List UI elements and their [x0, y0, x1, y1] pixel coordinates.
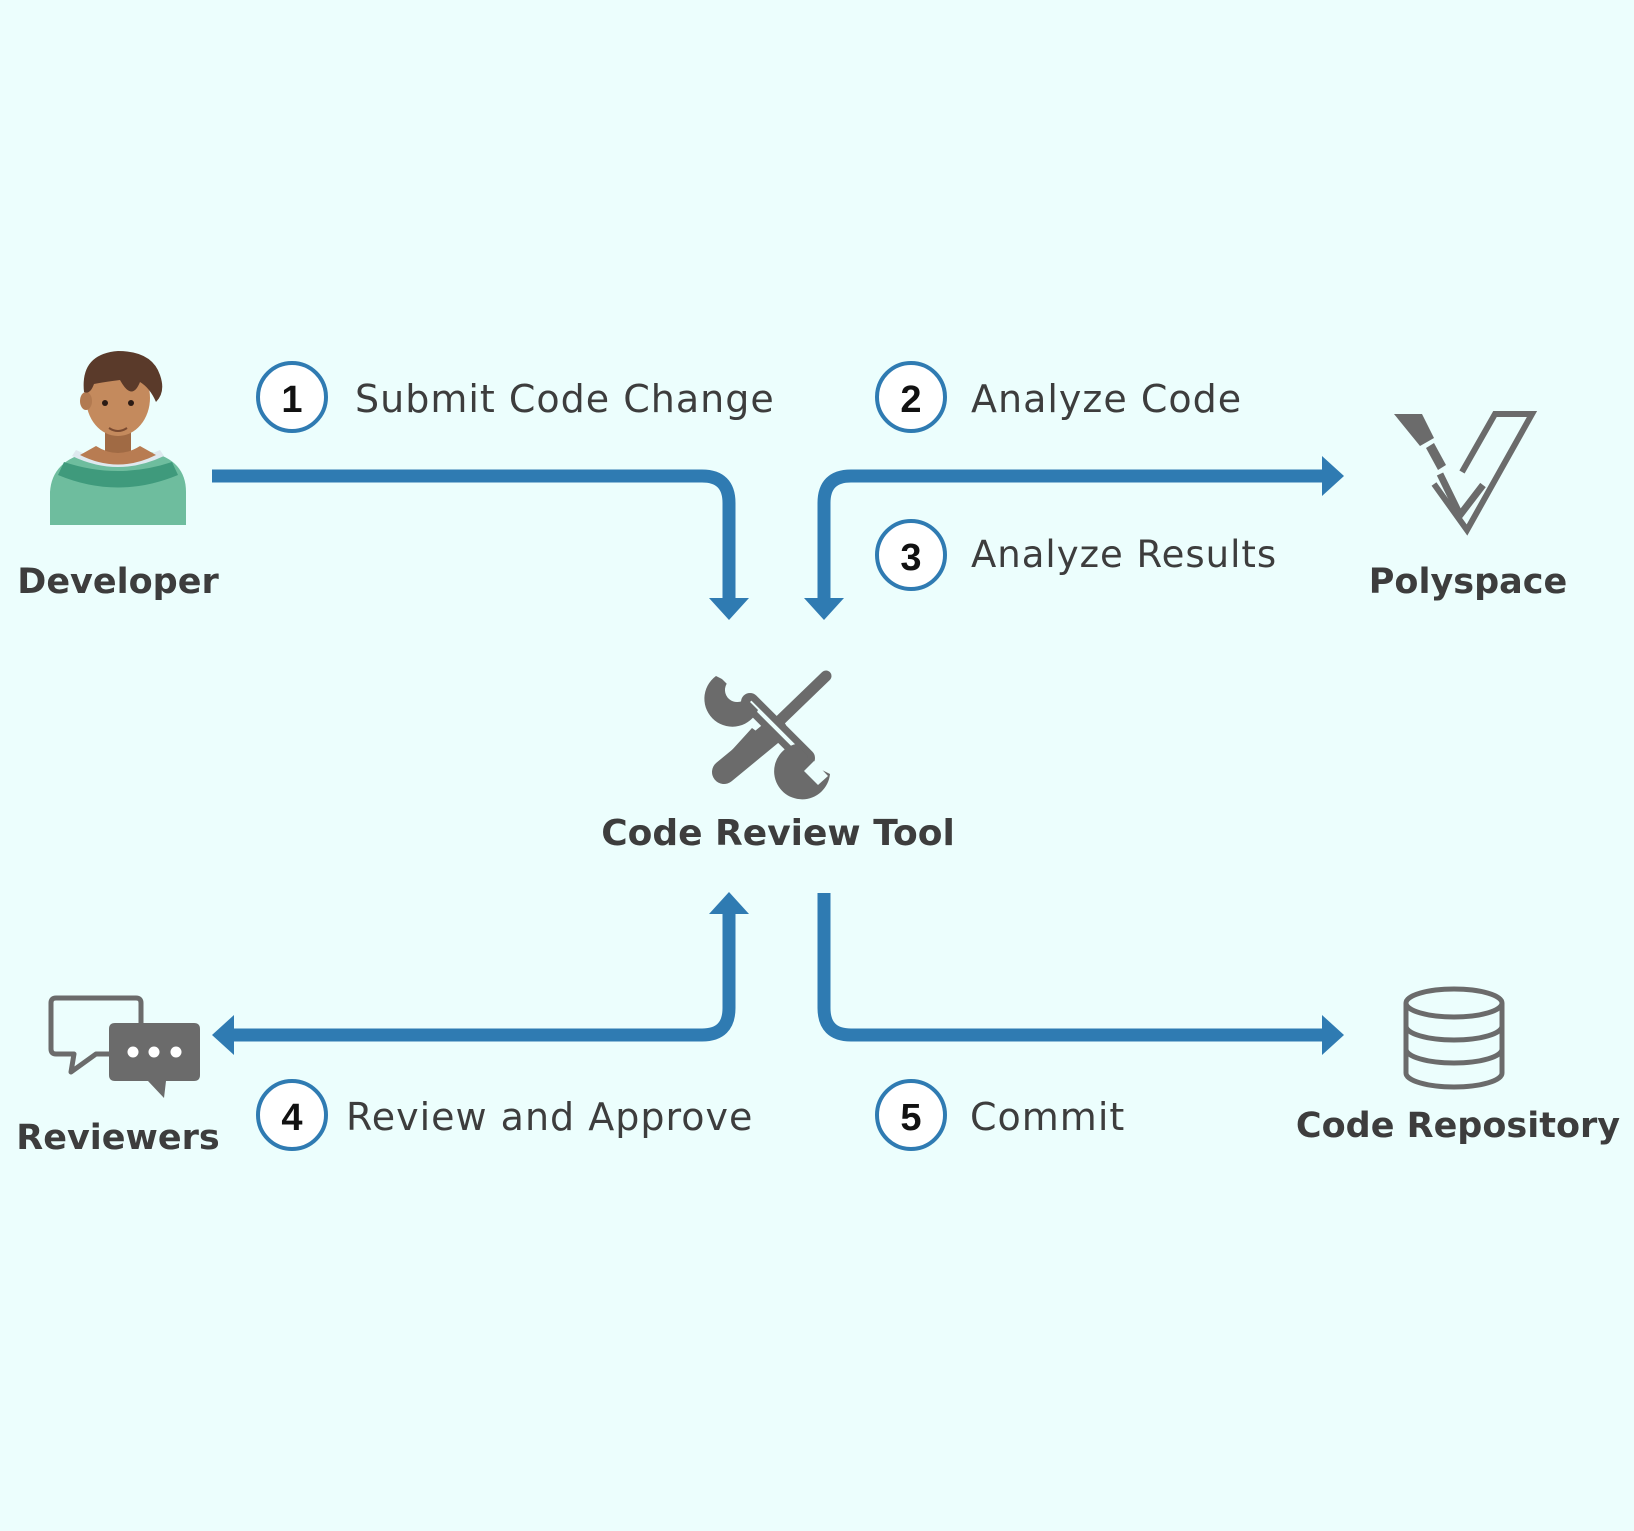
- arrowhead-right-polyspace: [1322, 456, 1344, 496]
- wrench-screwdriver-icon: [704, 666, 832, 800]
- code-review-tool-label: Code Review Tool: [601, 813, 955, 854]
- arrowhead-right-repository: [1322, 1015, 1344, 1055]
- step-label-submit-code-change: Submit Code Change: [355, 377, 775, 421]
- chat-bubbles-icon: [48, 995, 200, 1098]
- step-number: 3: [900, 537, 921, 579]
- arrowhead-down-right: [804, 598, 844, 620]
- polyspace-label: Polyspace: [1369, 562, 1568, 602]
- arrow-review-and-approve: [232, 912, 736, 1042]
- developer-person-icon: [50, 351, 186, 525]
- arrowhead-down-left: [709, 598, 749, 620]
- arrow-heads: [212, 456, 1344, 1055]
- step-badge-5: 5: [875, 1079, 947, 1151]
- step-label-analyze-results: Analyze Results: [971, 533, 1277, 576]
- step-number: 5: [900, 1097, 921, 1139]
- step-label-review-and-approve: Review and Approve: [346, 1095, 753, 1139]
- step-number: 4: [281, 1097, 302, 1139]
- step-label-analyze-code: Analyze Code: [971, 377, 1242, 421]
- step-badge-2: 2: [875, 361, 947, 433]
- step-badge-3: 3: [875, 519, 947, 591]
- step-badge-1: 1: [256, 361, 328, 433]
- polyspace-logo-icon: [1394, 411, 1538, 536]
- arrow-analyze-code: [817, 469, 1324, 598]
- reviewers-label: Reviewers: [16, 1118, 219, 1158]
- database-icon: [1403, 986, 1505, 1090]
- arrowhead-left-reviewers: [212, 1015, 234, 1055]
- step-badge-4: 4: [256, 1079, 328, 1151]
- arrowhead-up-review-tool: [709, 892, 749, 914]
- developer-label: Developer: [17, 562, 219, 602]
- arrow-commit: [817, 893, 1324, 1042]
- arrow-submit-code-change: [212, 469, 736, 598]
- step-label-commit: Commit: [970, 1095, 1125, 1139]
- code-repository-label: Code Repository: [1296, 1106, 1620, 1146]
- step-number: 2: [900, 379, 921, 421]
- step-number: 1: [281, 379, 302, 421]
- flow-arrows: [212, 469, 1324, 1042]
